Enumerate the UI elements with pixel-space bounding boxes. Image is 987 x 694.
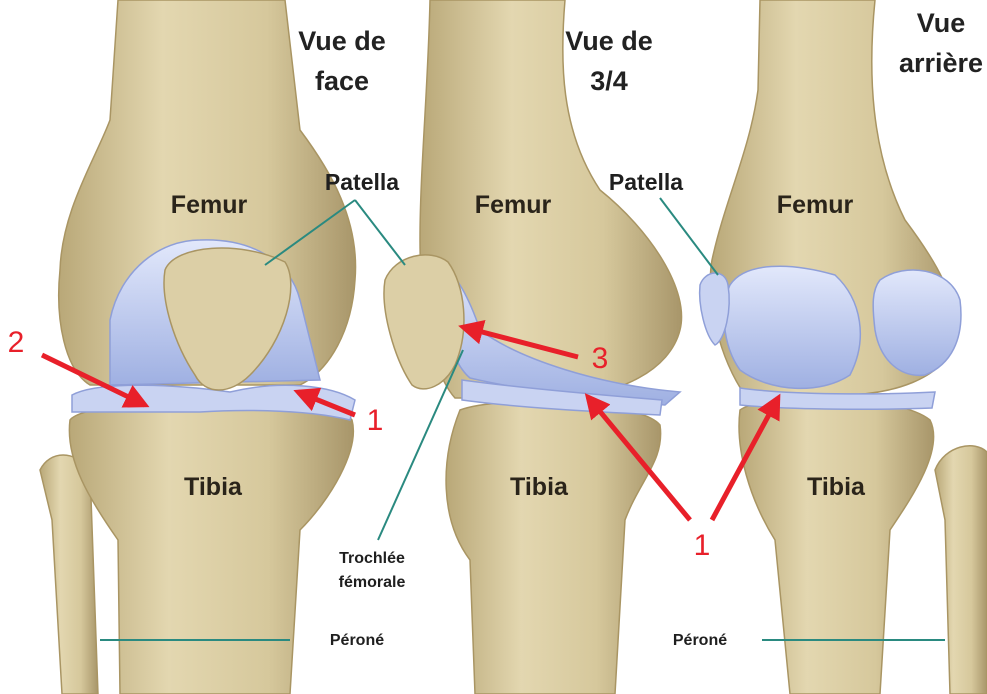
perone-label-rear: Péroné [673,632,727,649]
marker-1-front: 1 [367,404,384,437]
rear-view-title-line1: Vue [917,8,966,38]
rear-lateral-condyle-cartilage [724,266,860,388]
tibia-label-front: Tibia [184,473,243,501]
femur-label-front: Femur [171,191,248,219]
marker-2: 2 [8,326,25,359]
trochlee-label-line2: fémorale [339,574,406,591]
marker-1-bottom: 1 [694,529,711,562]
front-view-title-line2: face [315,66,369,96]
tq-view-title-line2: 3/4 [590,66,628,96]
tibia-label-rear: Tibia [807,473,866,501]
tibia-label-tq: Tibia [510,473,569,501]
femur-label-tq: Femur [475,191,552,219]
marker-3: 3 [592,342,609,375]
perone-label-front: Péroné [330,632,384,649]
femur-label-rear: Femur [777,191,854,219]
patella-label-rear: Patella [609,169,683,195]
patella-label-front: Patella [325,169,399,195]
tq-view-title-line1: Vue de [565,26,653,56]
front-view-title-line1: Vue de [298,26,386,56]
trochlee-label-line1: Trochlée [339,550,405,567]
rear-view-title-line2: arrière [899,48,983,78]
